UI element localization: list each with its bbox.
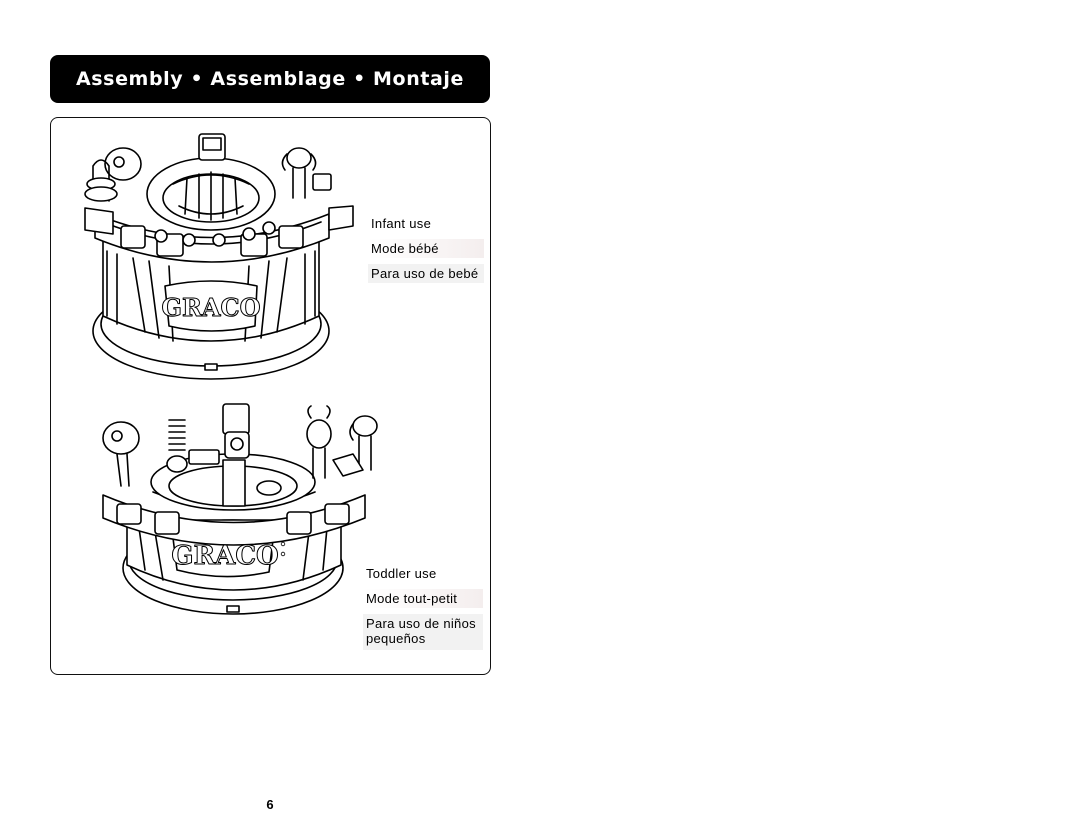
toddler-caption-es: Para uso de niños pequeños — [363, 614, 483, 650]
toddler-graco-logo: GRACO — [171, 541, 278, 571]
illustration-panel: GRACO Infant use Mode bébé Para uso de b… — [50, 117, 491, 675]
section-title-banner: Assembly • Assemblage • Montaje — [50, 55, 490, 103]
infant-graco-logo: GRACO — [161, 293, 260, 322]
toddler-caption-en: Toddler use — [366, 566, 437, 581]
section-title: Assembly • Assemblage • Montaje — [75, 68, 465, 90]
infant-caption-es: Para uso de bebé — [368, 264, 484, 283]
infant-use-illustration: GRACO — [73, 126, 363, 388]
toddler-caption-fr: Mode tout-petit — [363, 589, 483, 608]
toddler-use-illustration: GRACO — [73, 400, 383, 625]
page-number: 6 — [266, 797, 274, 812]
infant-caption-en: Infant use — [371, 216, 432, 231]
infant-caption-fr: Mode bébé — [368, 239, 484, 258]
